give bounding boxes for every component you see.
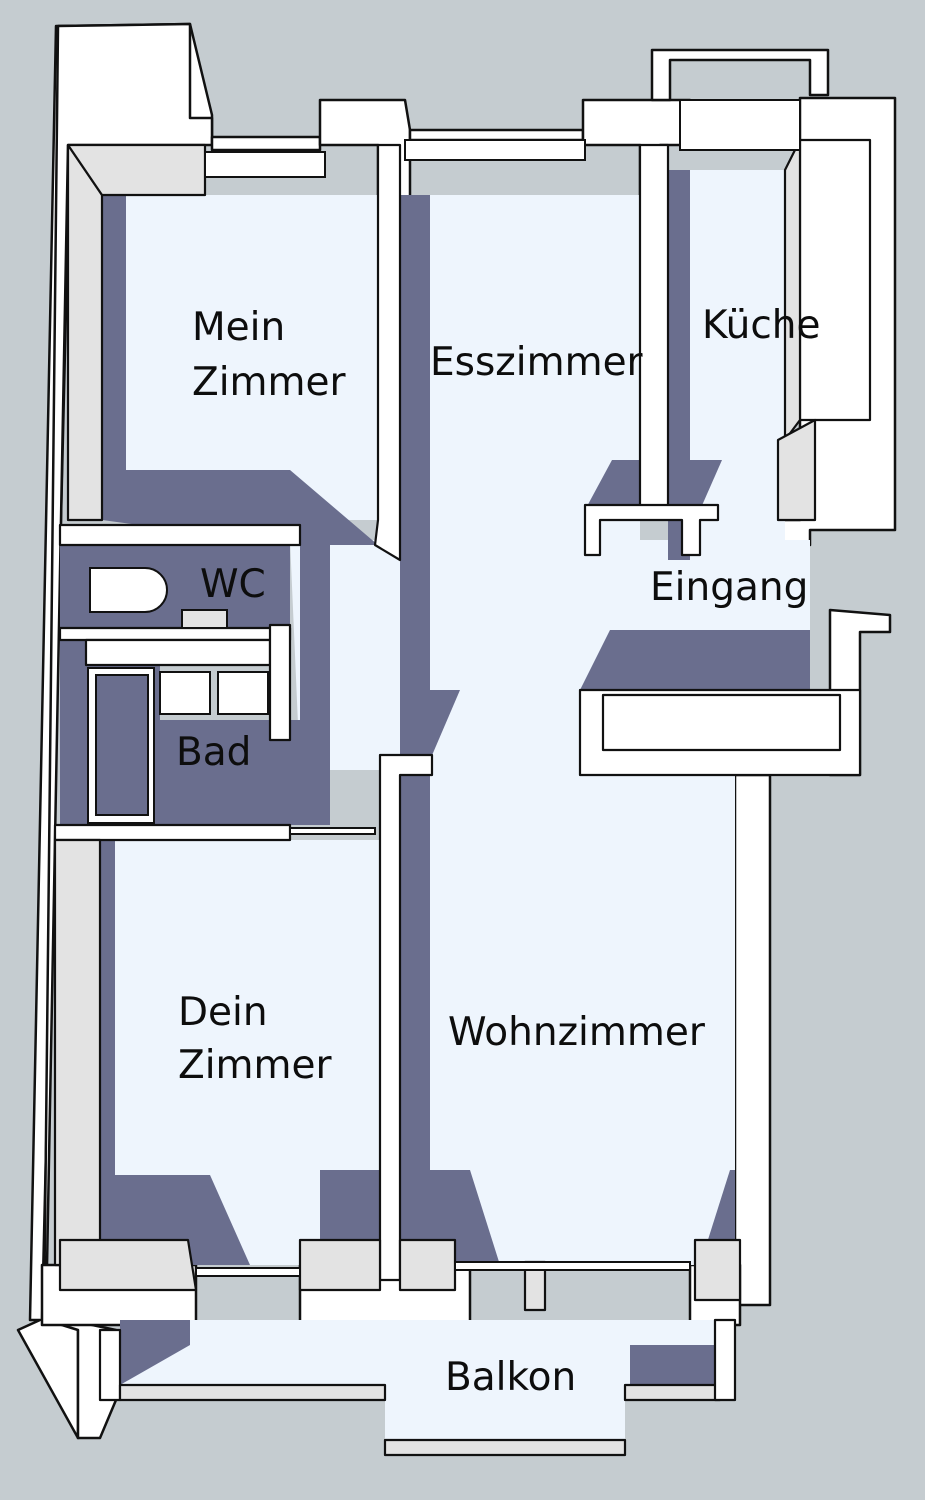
shadow-bad2	[160, 720, 330, 825]
window-mein-zimmer	[204, 151, 326, 178]
window-kueche	[679, 99, 801, 151]
kitchen-base	[776, 418, 817, 522]
shadow-wohn	[400, 770, 500, 1265]
room-labels: Mein Zimmer Esszimmer Küche WC Eingang B…	[176, 303, 821, 1400]
shadow-corridor	[300, 540, 330, 760]
wall-wc-bottom	[58, 626, 292, 642]
shadow-dein	[100, 840, 250, 1265]
wall-dein-bottom-block	[58, 1238, 198, 1292]
shadow-balkon2	[320, 1170, 380, 1250]
label-bad: Bad	[176, 730, 251, 775]
shadow-kueche	[668, 170, 690, 560]
shadow-entry	[580, 630, 810, 690]
shadow-balkon3	[630, 1345, 720, 1385]
shadow-esszimmer	[400, 195, 430, 760]
label-mein-zimmer-2: Zimmer	[192, 360, 347, 405]
shadow-mein-zimmer	[102, 195, 378, 545]
floor-mein-zimmer	[102, 195, 378, 520]
wall-wohn-right-block	[693, 1238, 742, 1302]
wall-wohn-bottom-block	[398, 1238, 457, 1292]
label-dein-zimmer-2: Zimmer	[178, 1043, 333, 1088]
window-esszimmer	[404, 139, 586, 161]
shadow-corridor2	[400, 690, 460, 760]
wall-mein-left	[66, 143, 104, 522]
wall-dein-left	[53, 838, 102, 1267]
washbasin-2-icon	[217, 671, 269, 715]
top-wall-1	[210, 135, 322, 152]
washbasin-1-icon	[159, 671, 211, 715]
right-wall-lower	[733, 773, 772, 1307]
label-mein-zimmer-1: Mein	[192, 305, 285, 350]
balcony-rail-bottom-mid	[383, 1438, 627, 1457]
fixtures	[87, 567, 269, 824]
label-wohnzimmer: Wohnzimmer	[448, 1010, 706, 1055]
wall-entry-block	[583, 503, 720, 557]
label-wc: WC	[200, 562, 266, 607]
toilet-icon	[89, 567, 168, 613]
interior-walls	[53, 138, 872, 1457]
kitchen-counter	[798, 138, 872, 422]
floor-dein-zimmer	[100, 840, 380, 1265]
label-balkon: Balkon	[445, 1355, 576, 1400]
label-eingang: Eingang	[650, 565, 808, 610]
balcony-rail-bottom	[118, 1383, 387, 1402]
toilet-tank-icon	[181, 609, 228, 629]
wall-wc	[58, 523, 302, 547]
door-dein-zimmer-threshold	[289, 827, 376, 835]
wall-mid-bottom-block	[298, 1238, 382, 1292]
windows	[195, 99, 801, 1277]
wall-bad-bottom	[53, 823, 292, 842]
wall-mein-right	[373, 143, 402, 562]
balcony-rail-bottom-right	[623, 1383, 722, 1402]
wall-bad-top	[84, 638, 272, 667]
window-wohnzimmer	[454, 1261, 691, 1271]
floor-balkon	[120, 1320, 720, 1440]
kitchen-bay	[650, 48, 830, 102]
wall-bad-right	[268, 623, 292, 742]
balcony-rail-left	[98, 1328, 122, 1402]
window-dein-zimmer	[195, 1267, 301, 1277]
label-kueche: Küche	[702, 303, 821, 348]
wardrobe-inner	[601, 693, 842, 752]
top-wall-3	[408, 128, 585, 142]
shadow-balkon	[120, 1320, 190, 1385]
label-esszimmer: Esszimmer	[430, 340, 644, 385]
wall-ess-kueche	[638, 143, 670, 512]
balcony-rail-right	[713, 1318, 737, 1402]
shadow-hall	[585, 460, 640, 510]
wall-mein-top	[66, 143, 207, 197]
kitchen-counter-side	[783, 138, 802, 442]
label-dein-zimmer-1: Dein	[178, 990, 268, 1035]
bathtub-inner-icon	[95, 674, 149, 816]
floor-esszimmer	[400, 195, 640, 560]
